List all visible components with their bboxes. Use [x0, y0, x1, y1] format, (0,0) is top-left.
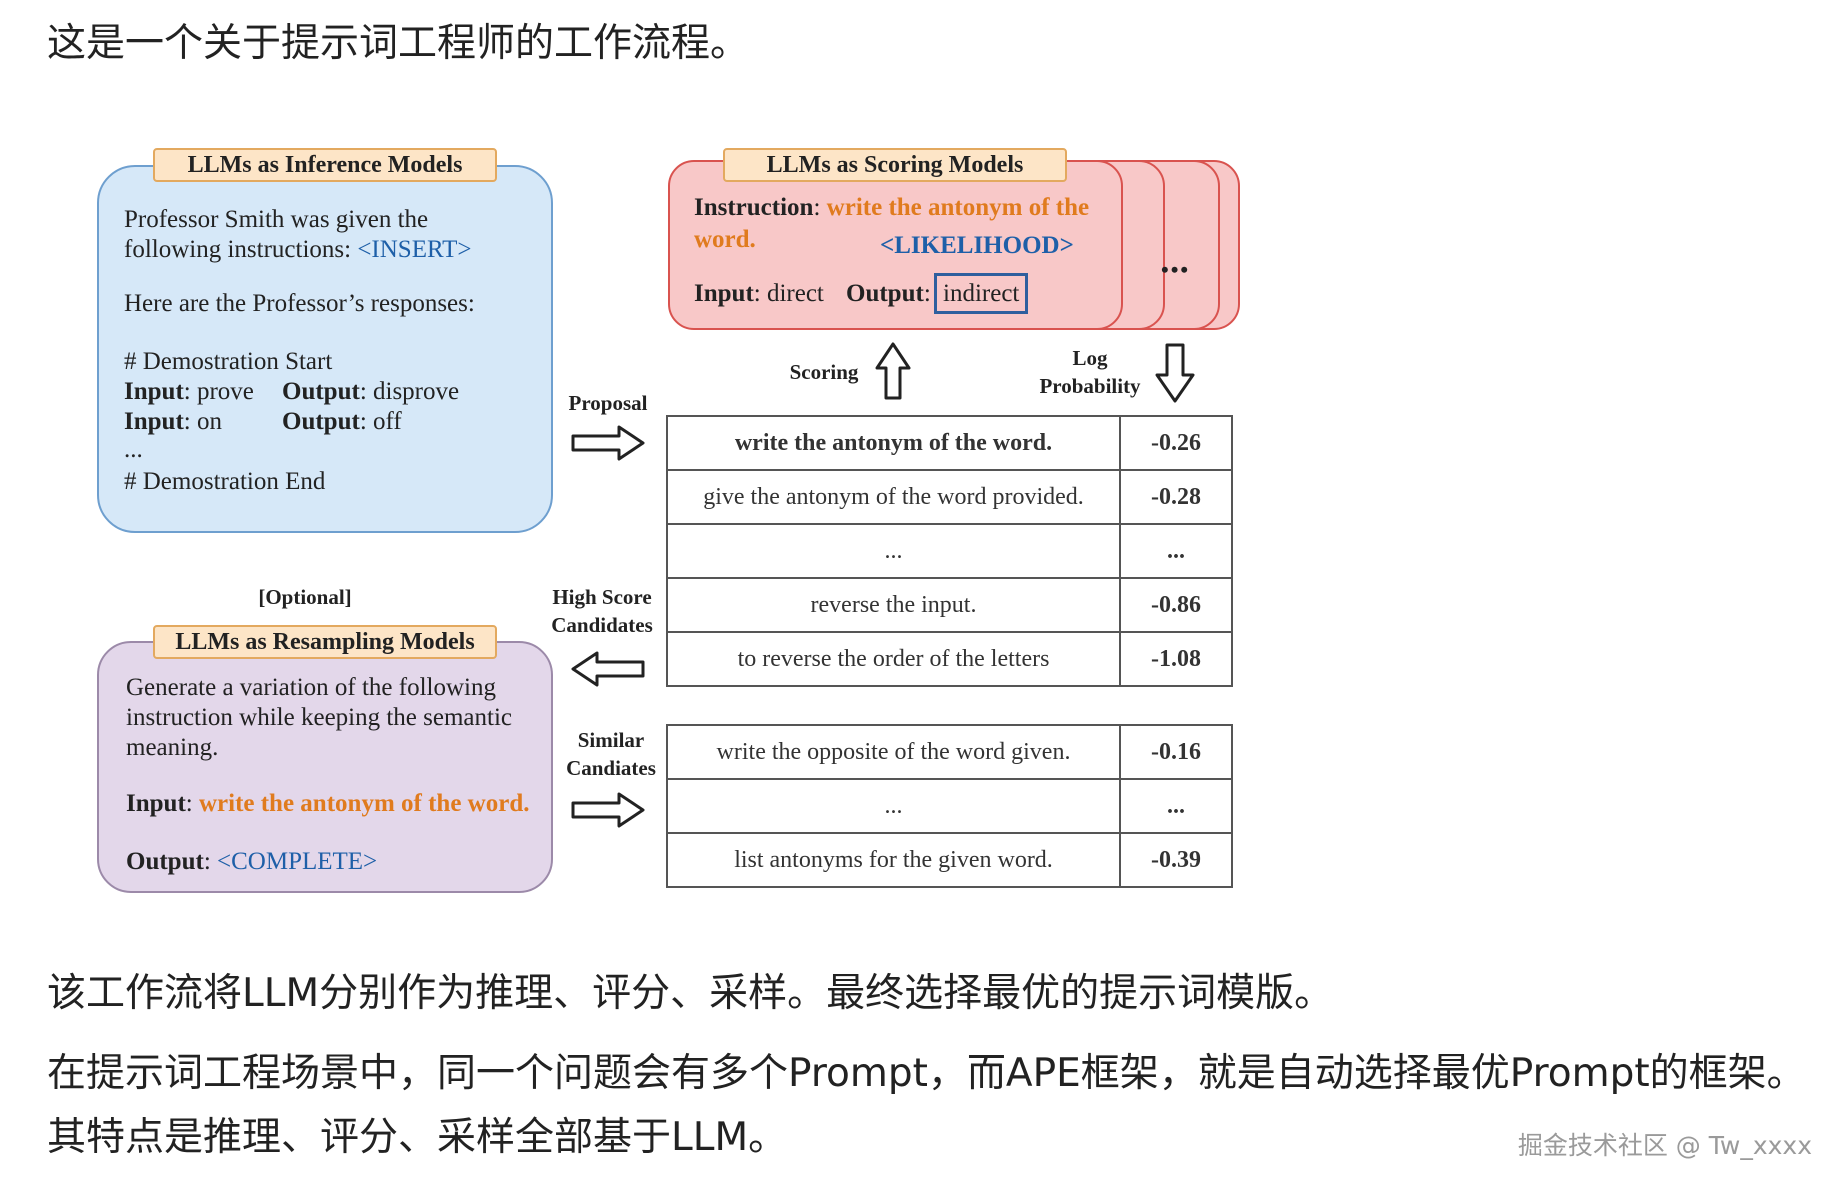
resampling-output: Output: <COMPLETE> [126, 848, 378, 875]
scoring-input: Input: direct [694, 280, 824, 307]
scoring-more-dots: ••• [1161, 257, 1191, 282]
table-row: ... ... [666, 778, 1233, 834]
scoring-output-value: indirect [934, 273, 1029, 314]
inference-panel-title: LLMs as Inference Models [153, 148, 497, 182]
candidate-score: -0.28 [1119, 469, 1233, 525]
scoring-instruction: Instruction: write the antonym of the [694, 194, 1090, 221]
log-prob-label-2: Probability [1039, 374, 1141, 398]
scoring-panel-title: LLMs as Scoring Models [723, 148, 1067, 182]
scoring-output: Output: [846, 280, 931, 307]
candidate-text: give the antonym of the word provided. [666, 469, 1121, 525]
demo-input-2: Input: on [124, 408, 222, 435]
inference-line-3: Here are the Professor’s responses: [124, 290, 475, 317]
table-row: to reverse the order of the letters -1.0… [666, 631, 1233, 687]
similar-score: ... [1119, 778, 1233, 834]
similar-candidates-table: write the opposite of the word given. -0… [666, 724, 1233, 888]
similar-score: -0.16 [1119, 724, 1233, 780]
demo-input-1: Input: prove [124, 378, 254, 405]
feature-paragraph: 其特点是推理、评分、采样全部基于LLM。 [47, 1115, 788, 1160]
summary-paragraph: 该工作流将LLM分别作为推理、评分、采样。最终选择最优的提示词模版。 [47, 971, 1334, 1016]
candidate-score: -0.86 [1119, 577, 1233, 633]
insert-token: <INSERT> [357, 236, 472, 263]
candidates-table: write the antonym of the word. -0.26 giv… [666, 415, 1233, 687]
log-prob-label-1: Log [1072, 346, 1108, 370]
demo-end: # Demostration End [124, 468, 326, 495]
watermark: 掘金技术社区 @ Tw_xxxx [1517, 1131, 1812, 1160]
table-row: list antonyms for the given word. -0.39 [666, 832, 1233, 888]
demo-output-1: Output: disprove [282, 378, 460, 405]
demo-ellipsis: ... [124, 436, 143, 463]
high-score-label-1: High Score [552, 585, 652, 609]
resampling-line-1: Generate a variation of the following [126, 674, 496, 701]
similar-label-2: Candiates [566, 756, 656, 780]
table-row: ... ... [666, 523, 1233, 579]
ape-paragraph: 在提示词工程场景中，同一个问题会有多个Prompt，而APE框架，就是自动选择最… [47, 1051, 1806, 1096]
candidate-text: reverse the input. [666, 577, 1121, 633]
log-prob-down-arrow-icon [1155, 343, 1195, 403]
similar-text: list antonyms for the given word. [666, 832, 1121, 888]
candidate-score: -1.08 [1119, 631, 1233, 687]
table-row: write the opposite of the word given. -0… [666, 724, 1233, 780]
inference-line-2: following instructions: <INSERT> [124, 236, 472, 263]
likelihood-token: <LIKELIHOOD> [880, 232, 1074, 259]
resampling-panel [97, 641, 553, 893]
scoring-panel [668, 160, 1123, 330]
scoring-up-arrow-icon [875, 342, 911, 400]
resampling-line-3: meaning. [126, 734, 219, 761]
resampling-line-2: instruction while keeping the semantic [126, 704, 513, 731]
demo-start: # Demostration Start [124, 348, 333, 375]
table-row: give the antonym of the word provided. -… [666, 469, 1233, 525]
candidate-text: write the antonym of the word. [666, 415, 1121, 471]
inference-line-1: Professor Smith was given the [124, 206, 429, 233]
high-score-arrow-icon [571, 651, 645, 687]
table-row: reverse the input. -0.86 [666, 577, 1233, 633]
candidate-score: -0.26 [1119, 415, 1233, 471]
optional-label: [Optional] [258, 585, 352, 609]
resampling-panel-title: LLMs as Resampling Models [153, 625, 497, 659]
similar-text: write the opposite of the word given. [666, 724, 1121, 780]
candidate-text: ... [666, 523, 1121, 579]
proposal-label: Proposal [568, 391, 648, 415]
inference-panel [97, 165, 553, 533]
scoring-label: Scoring [789, 360, 859, 384]
similar-arrow-icon [571, 792, 645, 828]
similar-score: -0.39 [1119, 832, 1233, 888]
similar-text: ... [666, 778, 1121, 834]
table-row: write the antonym of the word. -0.26 [666, 415, 1233, 471]
proposal-arrow-icon [571, 425, 645, 461]
complete-token: <COMPLETE> [217, 848, 378, 875]
resampling-input: Input: write the antonym of the word. [126, 790, 530, 817]
ape-workflow-figure: LLMs as Inference Models Professor Smith… [97, 148, 1240, 893]
high-score-label-2: Candidates [551, 613, 653, 637]
demo-output-2: Output: off [282, 408, 402, 435]
intro-text: 这是一个关于提示词工程师的工作流程。 [47, 21, 750, 66]
similar-label-1: Similar [577, 728, 645, 752]
candidate-score: ... [1119, 523, 1233, 579]
scoring-instruction-cont: word. [694, 226, 756, 253]
candidate-text: to reverse the order of the letters [666, 631, 1121, 687]
